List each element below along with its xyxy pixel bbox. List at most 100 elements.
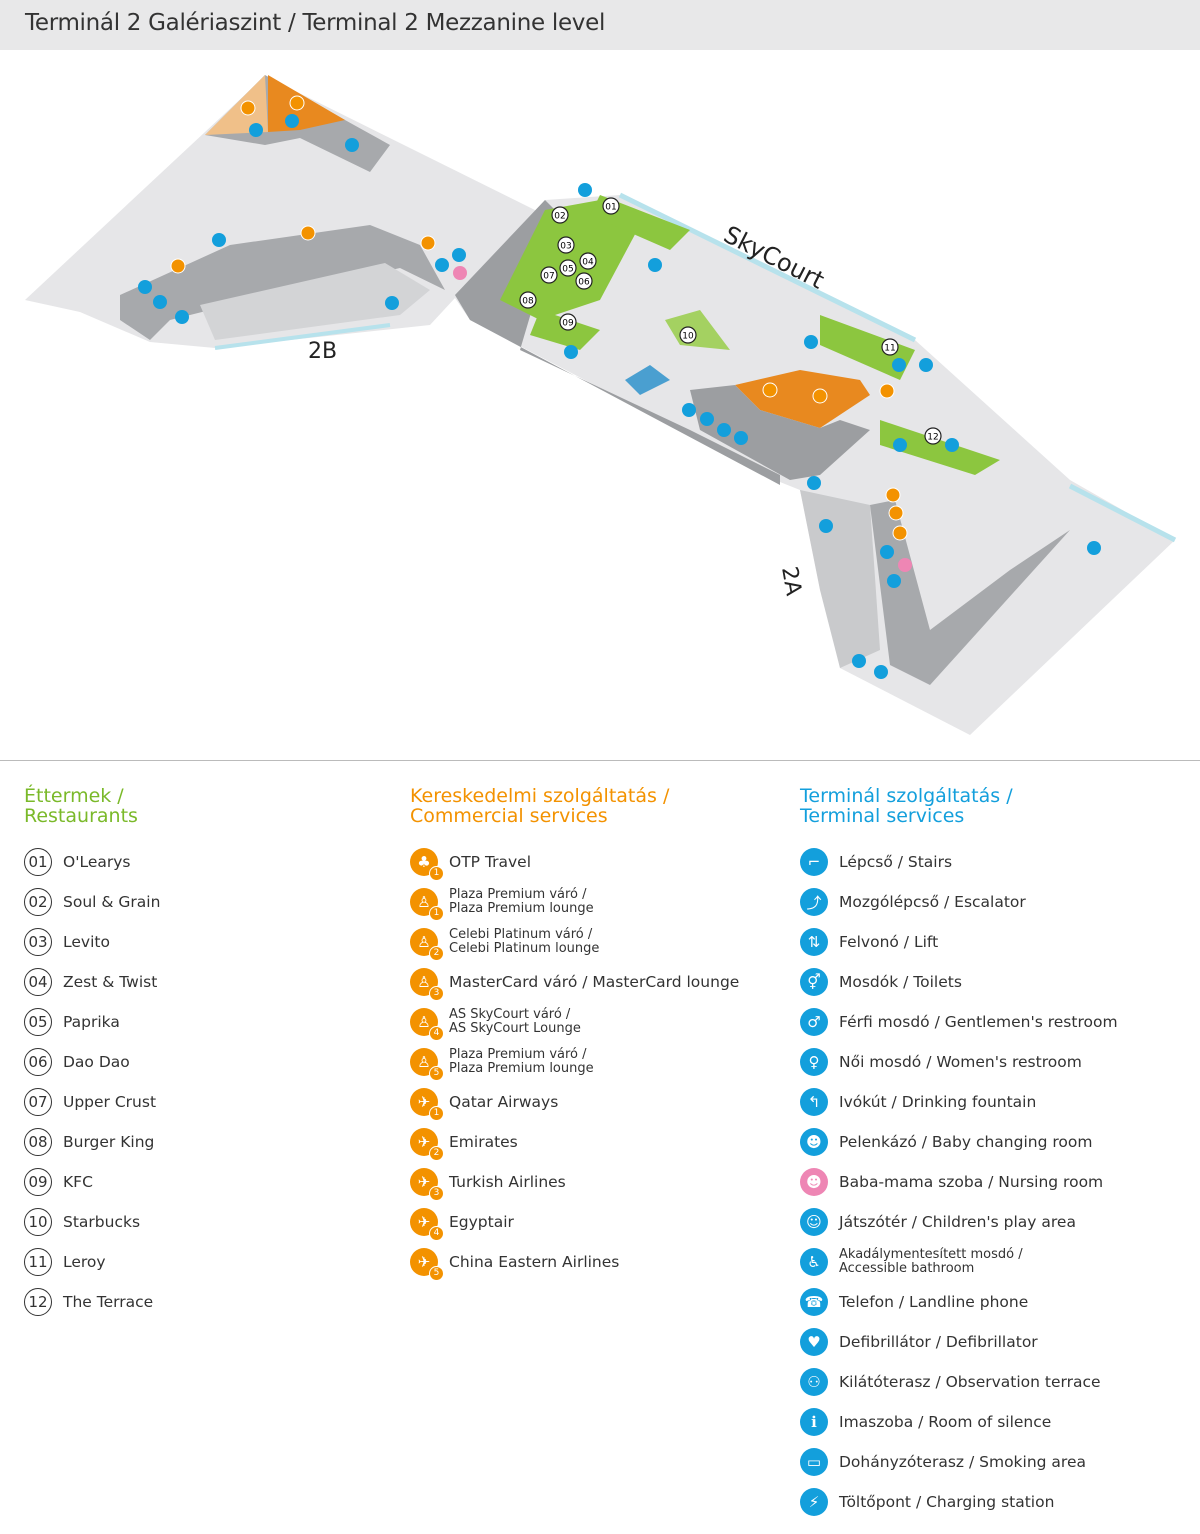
map-service-icon[interactable]: [880, 545, 894, 559]
legend-item-label: Egyptair: [449, 1213, 514, 1231]
map-service-icon[interactable]: [700, 412, 714, 426]
map-restaurant-marker[interactable]: [575, 272, 593, 290]
heading-line: Terminal services: [800, 805, 965, 827]
legend-item: ⚥Mosdók / Toilets: [800, 962, 1180, 1002]
map-service-icon[interactable]: [734, 431, 748, 445]
map-service-icon[interactable]: [682, 403, 696, 417]
map-restaurant-marker[interactable]: [551, 206, 569, 224]
smoking-area-icon: ▭: [800, 1448, 828, 1476]
map-commercial-icon[interactable]: [892, 525, 908, 541]
map-service-icon[interactable]: [285, 114, 299, 128]
map-restaurant-marker[interactable]: [679, 326, 697, 344]
map-restaurant-marker[interactable]: [540, 266, 558, 284]
map-restaurant-marker[interactable]: [557, 236, 575, 254]
map-service-icon[interactable]: [945, 438, 959, 452]
legend-item: ↰Ivókút / Drinking fountain: [800, 1082, 1180, 1122]
restaurant-number-badge: 08: [24, 1128, 52, 1156]
map-commercial-icon[interactable]: [170, 258, 186, 274]
stairs-icon: ⌐: [800, 848, 828, 876]
map-commercial-icon[interactable]: [879, 383, 895, 399]
map-commercial-icon[interactable]: [762, 382, 778, 398]
accessible-bathroom-icon: ♿: [800, 1248, 828, 1276]
legend-item-label: Paprika: [63, 1013, 120, 1031]
map-service-icon[interactable]: [1087, 541, 1101, 555]
map-commercial-icon[interactable]: [300, 225, 316, 241]
heading-line: Éttermek /: [24, 785, 124, 807]
label-line: Plaza Premium lounge: [449, 1061, 594, 1076]
map-commercial-icon[interactable]: [240, 100, 256, 116]
map-nursing-room-icon[interactable]: [453, 266, 467, 280]
map-restaurant-marker[interactable]: [519, 291, 537, 309]
map-service-icon[interactable]: [717, 423, 731, 437]
observation-terrace-icon: ⚇: [800, 1368, 828, 1396]
map-nursing-room-icon[interactable]: [898, 558, 912, 572]
map-service-icon[interactable]: [564, 345, 578, 359]
lounge-seat-icon: ♙1: [410, 888, 444, 921]
nursing-room-icon: ☻: [800, 1168, 828, 1196]
map-restaurant-marker[interactable]: [559, 259, 577, 277]
map-service-icon[interactable]: [153, 295, 167, 309]
map-restaurant-number: 05: [562, 265, 573, 275]
map-service-icon[interactable]: [892, 358, 906, 372]
legend-item: ☺Játszótér / Children's play area: [800, 1202, 1180, 1242]
map-restaurant-marker[interactable]: [602, 197, 620, 215]
label-line: Celebi Platinum váró /: [449, 927, 593, 942]
lounge-seat-icon: ♙2: [410, 928, 444, 961]
map-service-icon[interactable]: [819, 519, 833, 533]
map-commercial-icon[interactable]: [885, 487, 901, 503]
map-service-icon[interactable]: [345, 138, 359, 152]
play-area-icon: ☺: [800, 1208, 828, 1236]
map-service-icon[interactable]: [874, 665, 888, 679]
map-restaurant-marker[interactable]: [579, 252, 597, 270]
map-commercial-icon[interactable]: [812, 388, 828, 404]
map-service-icon[interactable]: [452, 248, 466, 262]
heading-line: Terminál szolgáltatás /: [800, 785, 1013, 807]
map-restaurant-marker[interactable]: [559, 313, 577, 331]
map-restaurant-marker[interactable]: [924, 427, 942, 445]
legend-item: ♿Akadálymentesített mosdó /Accessible ba…: [800, 1242, 1180, 1282]
map-service-icon[interactable]: [893, 438, 907, 452]
legend-item-label: Celebi Platinum váró /Celebi Platinum lo…: [449, 928, 599, 956]
legend-item-label: Soul & Grain: [63, 893, 161, 911]
map-service-icon[interactable]: [175, 310, 189, 324]
airplane-icon: ✈2: [410, 1128, 444, 1161]
map-service-icon[interactable]: [852, 654, 866, 668]
map-service-icon[interactable]: [249, 123, 263, 137]
legend-item-label: Férfi mosdó / Gentlemen's restroom: [839, 1013, 1118, 1031]
map-service-icon[interactable]: [804, 335, 818, 349]
heading-line: Kereskedelmi szolgáltatás /: [410, 785, 670, 807]
map-service-icon[interactable]: [807, 476, 821, 490]
number-badge: 2: [429, 1146, 444, 1161]
map-service-icon[interactable]: [212, 233, 226, 247]
legend-item-label: OTP Travel: [449, 853, 532, 871]
number-badge: 1: [429, 1106, 444, 1121]
map-commercial-icon[interactable]: [289, 95, 305, 111]
map-commercial-icon[interactable]: [420, 235, 436, 251]
map-service-icon[interactable]: [919, 358, 933, 372]
restaurant-number-badge: 02: [24, 888, 52, 916]
map-restaurant-marker[interactable]: [881, 338, 899, 356]
label-line: AS SkyCourt váró /: [449, 1007, 571, 1022]
map-service-icon[interactable]: [435, 258, 449, 272]
map-service-icon[interactable]: [138, 280, 152, 294]
map-service-icon[interactable]: [578, 183, 592, 197]
map-commercial-icon[interactable]: [888, 505, 904, 521]
legend-item-label: Burger King: [63, 1133, 155, 1151]
legend-item-label: Felvonó / Lift: [839, 933, 939, 951]
pier-2b-hall: [200, 263, 430, 340]
map-service-icon[interactable]: [648, 258, 662, 272]
map-service-icon[interactable]: [385, 296, 399, 310]
commercial-heading: Kereskedelmi szolgáltatás /Commercial se…: [410, 786, 790, 828]
map-service-icon[interactable]: [887, 574, 901, 588]
lounge-seat-icon: ♙3: [410, 968, 444, 1001]
lounge-seat-icon: ♙4: [410, 1008, 444, 1041]
womens-restroom-icon: ♀: [800, 1048, 828, 1076]
